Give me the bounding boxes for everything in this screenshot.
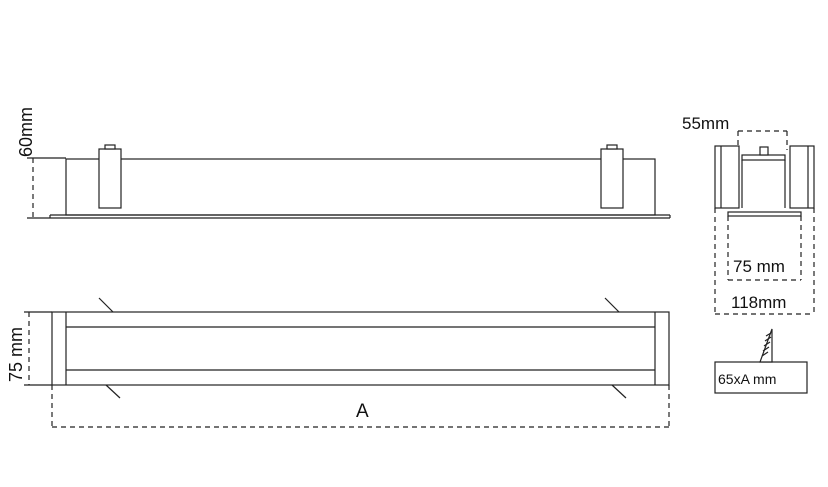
dim-60mm-label: 60mm [16, 107, 36, 157]
front-body [65, 158, 656, 216]
front-bracket-right [600, 148, 624, 209]
dimension-width: 75 mm [6, 311, 52, 386]
section-detail: 65xA mm [714, 328, 808, 394]
front-elevation [49, 144, 671, 219]
front-bracket-left [98, 148, 122, 209]
dim-75mm-label: 75 mm [6, 327, 26, 382]
side-block-left [714, 145, 740, 209]
dimension-length: A [51, 385, 670, 428]
top-outer [51, 311, 670, 386]
side-block-right [789, 145, 815, 209]
side-view: 55mm 75 mm 118mm [682, 114, 815, 315]
section-label: 65xA mm [718, 371, 776, 387]
dimension-height: 60mm [16, 107, 66, 219]
side-base [727, 211, 802, 217]
dim-A-label: A [356, 401, 369, 422]
dim-118mm-label: 118mm [731, 293, 786, 312]
top-view [51, 297, 670, 399]
dim-75mm-side-label: 75 mm [733, 257, 785, 276]
dim-55mm-label: 55mm [682, 114, 729, 133]
